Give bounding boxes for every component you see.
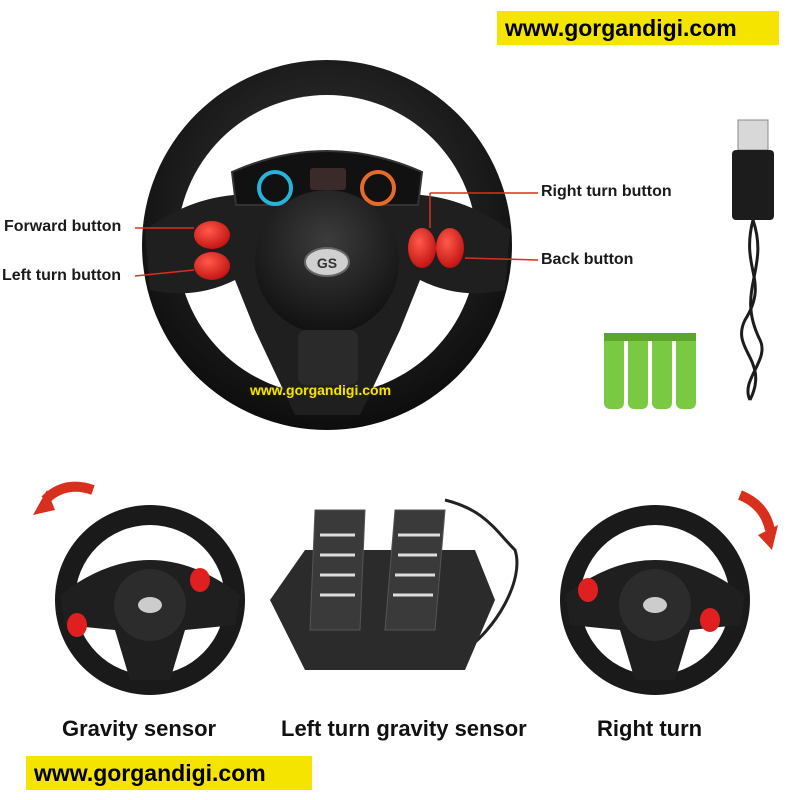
battery-pack	[604, 333, 696, 409]
callout-left-turn-button: Left turn button	[2, 267, 122, 284]
caption-right-turn: Right turn	[597, 716, 703, 741]
gravity-sensor-wheel	[33, 481, 245, 695]
right-turn-wheel	[560, 490, 778, 695]
watermark-center: www.gorgandigi.com	[250, 382, 392, 398]
caption-gravity-sensor: Gravity sensor	[62, 716, 217, 741]
caption-left-turn-gravity-sensor: Left turn gravity sensor	[281, 716, 527, 741]
logo-text: GS	[317, 255, 337, 271]
callout-back-button: Back button	[541, 251, 634, 268]
usb-cable	[732, 119, 774, 401]
callout-forward-button: Forward button	[4, 218, 122, 235]
watermark-bottom: www.gorgandigi.com	[26, 756, 312, 790]
callout-right-turn-button: Right turn button	[541, 183, 672, 200]
watermark-top: www.gorgandigi.com	[497, 11, 779, 45]
pedal-unit	[270, 498, 519, 670]
